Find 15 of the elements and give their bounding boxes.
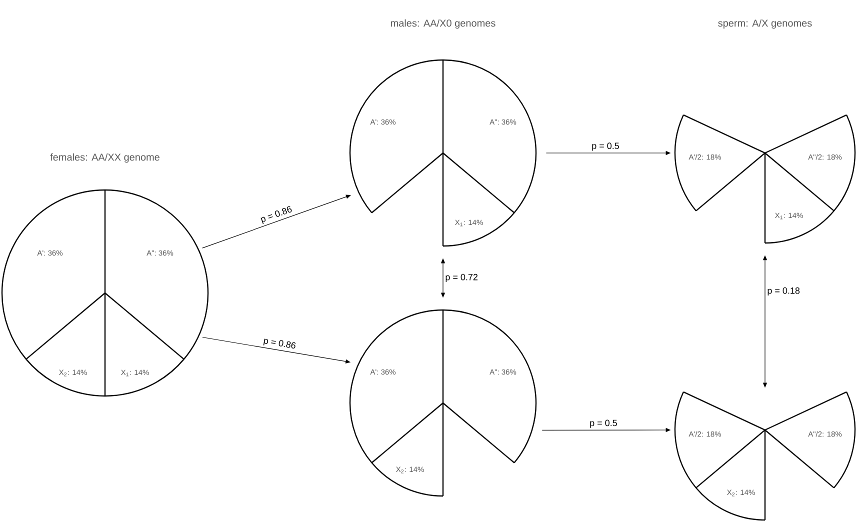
arrow [202,194,351,248]
edge-label: p = 0.5 [592,142,619,151]
column-heading: females: AA/XX genome [50,153,160,163]
edge-label: p = 0.5 [590,420,617,428]
pie-chart [674,114,856,244]
edge-label: p = 0.18 [768,287,800,296]
pie-chart [674,391,856,521]
pie-chart [1,189,208,397]
column-heading: males: AA/X0 genomes [390,19,496,29]
edge-label: p = 0.72 [446,274,478,282]
pie-chart [349,59,536,247]
edge-label: p = 0.86 [263,338,296,349]
column-heading: sperm: A/X genomes [718,19,812,29]
edge-label: p = 0.86 [260,206,292,224]
pie-chart [349,309,536,497]
